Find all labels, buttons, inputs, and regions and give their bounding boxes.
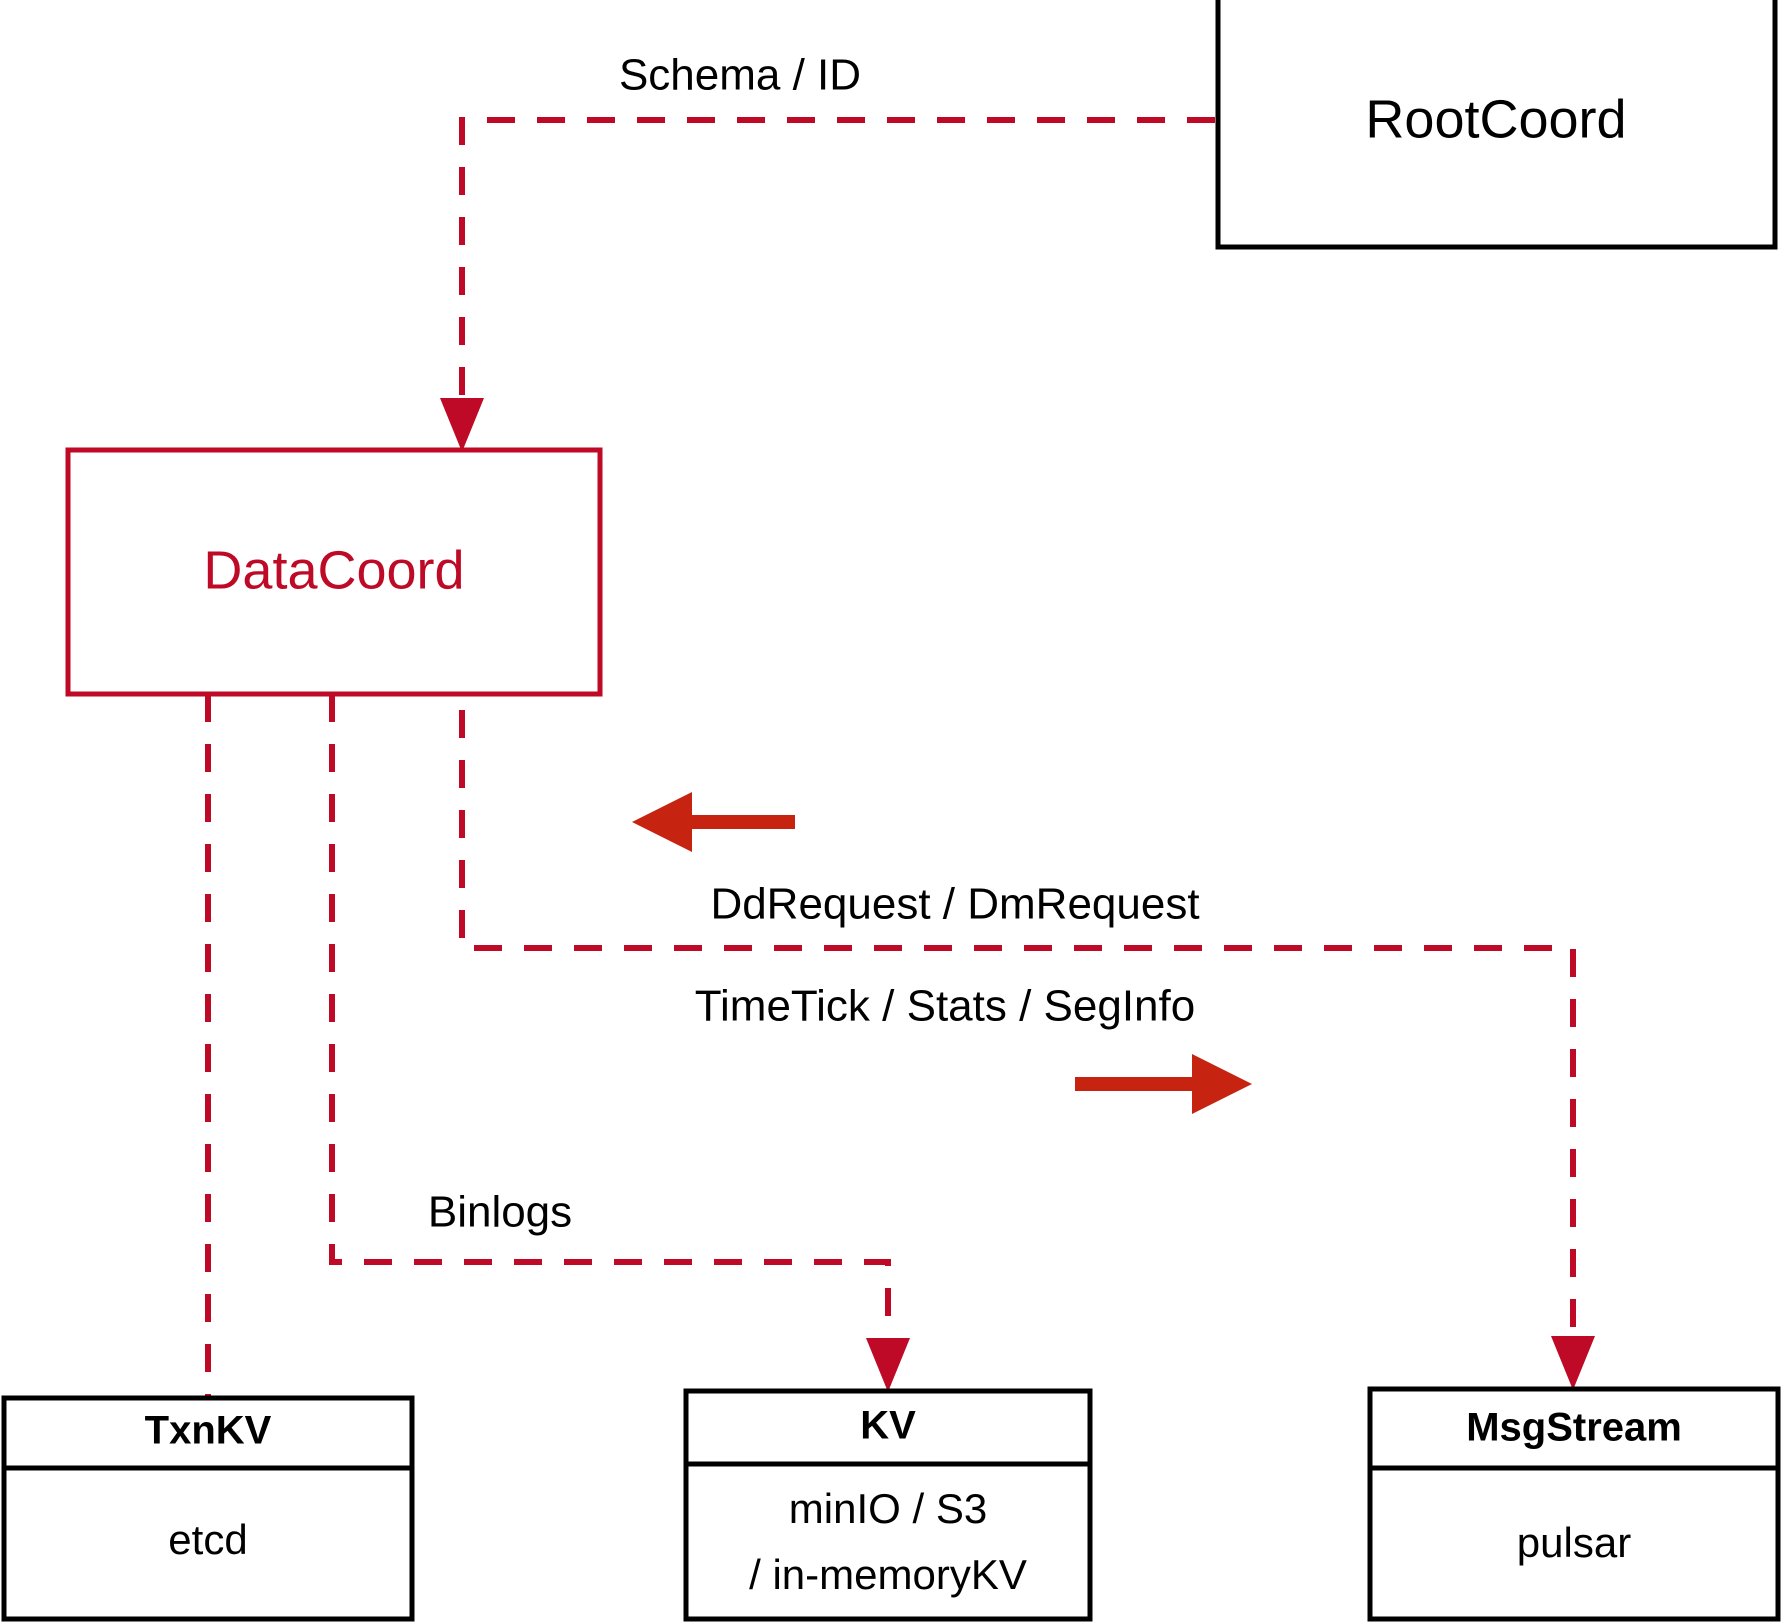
edge-binlogs-arrowhead [866, 1338, 910, 1392]
edge-label-timetick-stats-seginfo: TimeTick / Stats / SegInfo [695, 982, 1195, 1031]
edge-schema-id [440, 117, 1215, 452]
node-root-coord-box [1215, 0, 1778, 250]
node-data-coord[interactable]: DataCoord [65, 447, 603, 697]
node-kv-title: KV [860, 1404, 916, 1448]
node-data-coord-box [65, 447, 603, 697]
node-msgstream-subtitle: pulsar [1517, 1519, 1631, 1566]
direction-arrow-right-head [1192, 1054, 1252, 1114]
node-kv[interactable]: KV minIO / S3 / in-memoryKV [683, 1388, 1093, 1622]
edge-datacoord-to-msgstream-arrowhead [1551, 1336, 1595, 1390]
node-kv-subtitle-line2: / in-memoryKV [749, 1551, 1027, 1598]
node-txnkv-box [1, 1395, 415, 1622]
node-kv-box [683, 1388, 1093, 1622]
node-root-coord[interactable]: RootCoord [1215, 0, 1778, 250]
edge-label-binlogs: Binlogs [428, 1188, 572, 1237]
edge-schema-id-path [459, 117, 1215, 432]
direction-arrow-right [1075, 1054, 1252, 1114]
direction-arrow-left-head [632, 792, 692, 852]
node-msgstream-title: MsgStream [1466, 1406, 1682, 1450]
edge-msgstream-datacoord-path [459, 660, 1576, 1370]
node-kv-subtitle-line1: minIO / S3 [789, 1485, 987, 1532]
node-txnkv-title: TxnKV [145, 1409, 272, 1453]
direction-arrow-left [632, 792, 795, 852]
edge-label-schema-id: Schema / ID [619, 51, 861, 100]
node-root-coord-label: RootCoord [1365, 89, 1626, 149]
edge-schema-id-arrowhead [440, 398, 484, 452]
edge-binlogs-path [329, 694, 891, 1372]
node-msgstream[interactable]: MsgStream pulsar [1367, 1386, 1781, 1622]
node-txnkv[interactable]: TxnKV etcd [1, 1395, 415, 1622]
node-data-coord-label: DataCoord [203, 540, 464, 600]
edge-label-dd-dm-request: DdRequest / DmRequest [710, 880, 1199, 929]
node-txnkv-subtitle: etcd [168, 1516, 247, 1563]
node-msgstream-box [1367, 1386, 1781, 1622]
edge-binlogs [329, 694, 910, 1392]
